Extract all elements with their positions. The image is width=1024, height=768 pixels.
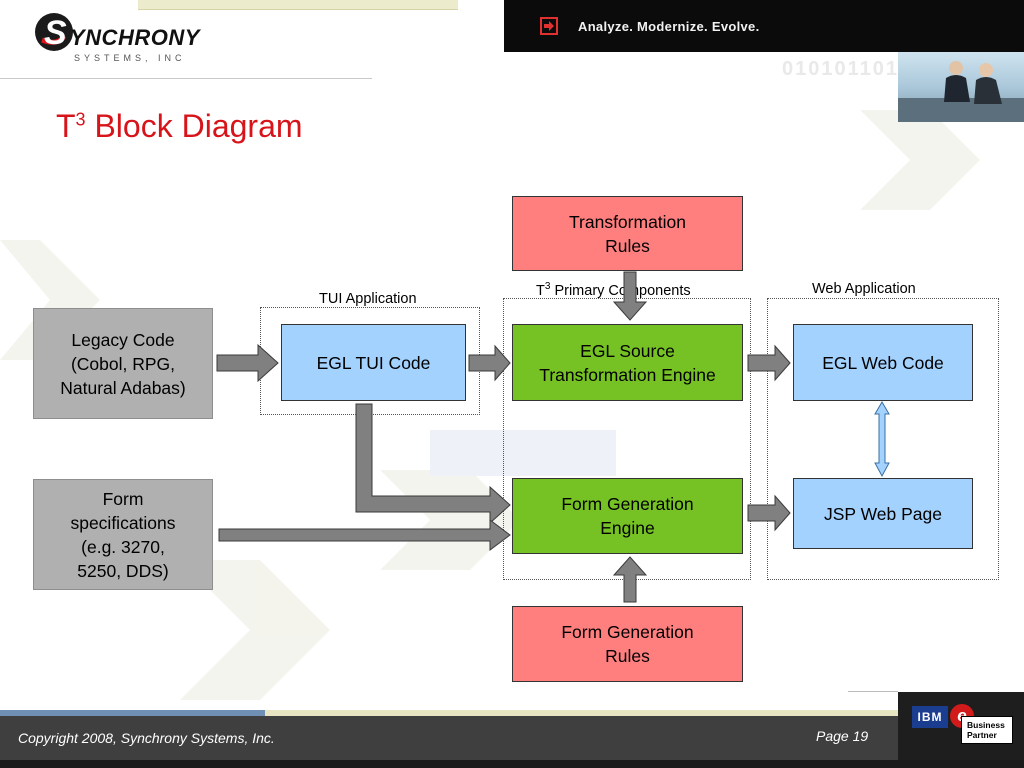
egl-source-transformation-engine-box: EGL Source Transformation Engine	[512, 324, 743, 401]
egl-web-code-box: EGL Web Code	[793, 324, 973, 401]
form-specifications-box: Form specifications (e.g. 3270, 5250, DD…	[33, 479, 213, 590]
business-partner-label: Business Partner	[961, 716, 1013, 744]
logo-wordmark: YNCHRONY	[70, 25, 200, 50]
footer-bar	[0, 716, 898, 760]
slide-title: T3 Block Diagram	[56, 108, 303, 144]
arrow-form-engine-to-jsp	[747, 494, 791, 532]
egl-tui-code-box: EGL TUI Code	[281, 324, 466, 401]
header-underline	[0, 78, 372, 79]
binary-watermark: 0101011010	[782, 58, 913, 80]
logo-subtitle: SYSTEMS, INC	[74, 53, 186, 63]
footer-accent-bar	[0, 710, 1024, 716]
footer-blue-bar	[0, 710, 265, 716]
copyright-text: Copyright 2008, Synchrony Systems, Inc.	[18, 730, 275, 746]
primary-components-label: T3 Primary Components	[536, 281, 691, 299]
arrow-legacy-to-tui	[216, 343, 279, 383]
form-generation-rules-box: Form Generation Rules	[512, 606, 743, 682]
tagline-text: Analyze. Modernize. Evolve.	[578, 19, 760, 34]
arrow-formspec-to-form-engine	[218, 519, 511, 551]
exit-arrow-icon	[540, 17, 558, 35]
page-number: Page 19	[816, 728, 869, 744]
people-silhouette-icon	[898, 61, 1024, 122]
arrow-web-jsp-bidirectional	[874, 401, 890, 478]
form-generation-engine-box: Form Generation Engine	[512, 478, 743, 554]
arrow-formrules-to-form-engine	[612, 556, 648, 603]
business-people-photo	[898, 52, 1024, 122]
transformation-rules-box: Transformation Rules	[512, 196, 743, 271]
web-application-group	[767, 298, 999, 580]
tagline-banner	[504, 0, 1024, 52]
jsp-web-page-box: JSP Web Page	[793, 478, 973, 549]
ibm-logo-icon: IBM	[912, 706, 948, 728]
arrow-tui-to-form-engine	[355, 403, 511, 525]
header-top-rule	[138, 0, 458, 10]
footer-bottom-strip	[0, 760, 1024, 768]
footer-rule	[848, 691, 898, 692]
arrow-rules-to-engine	[612, 271, 648, 321]
web-application-label: Web Application	[812, 281, 916, 297]
arrow-tui-to-engine	[468, 344, 511, 382]
synchrony-s-logo-icon: S	[35, 13, 73, 52]
legacy-code-box: Legacy Code (Cobol, RPG, Natural Adabas)	[33, 308, 213, 419]
svg-text:S: S	[44, 14, 67, 52]
tui-application-label: TUI Application	[319, 291, 417, 307]
arrow-engine-to-web	[747, 344, 791, 382]
